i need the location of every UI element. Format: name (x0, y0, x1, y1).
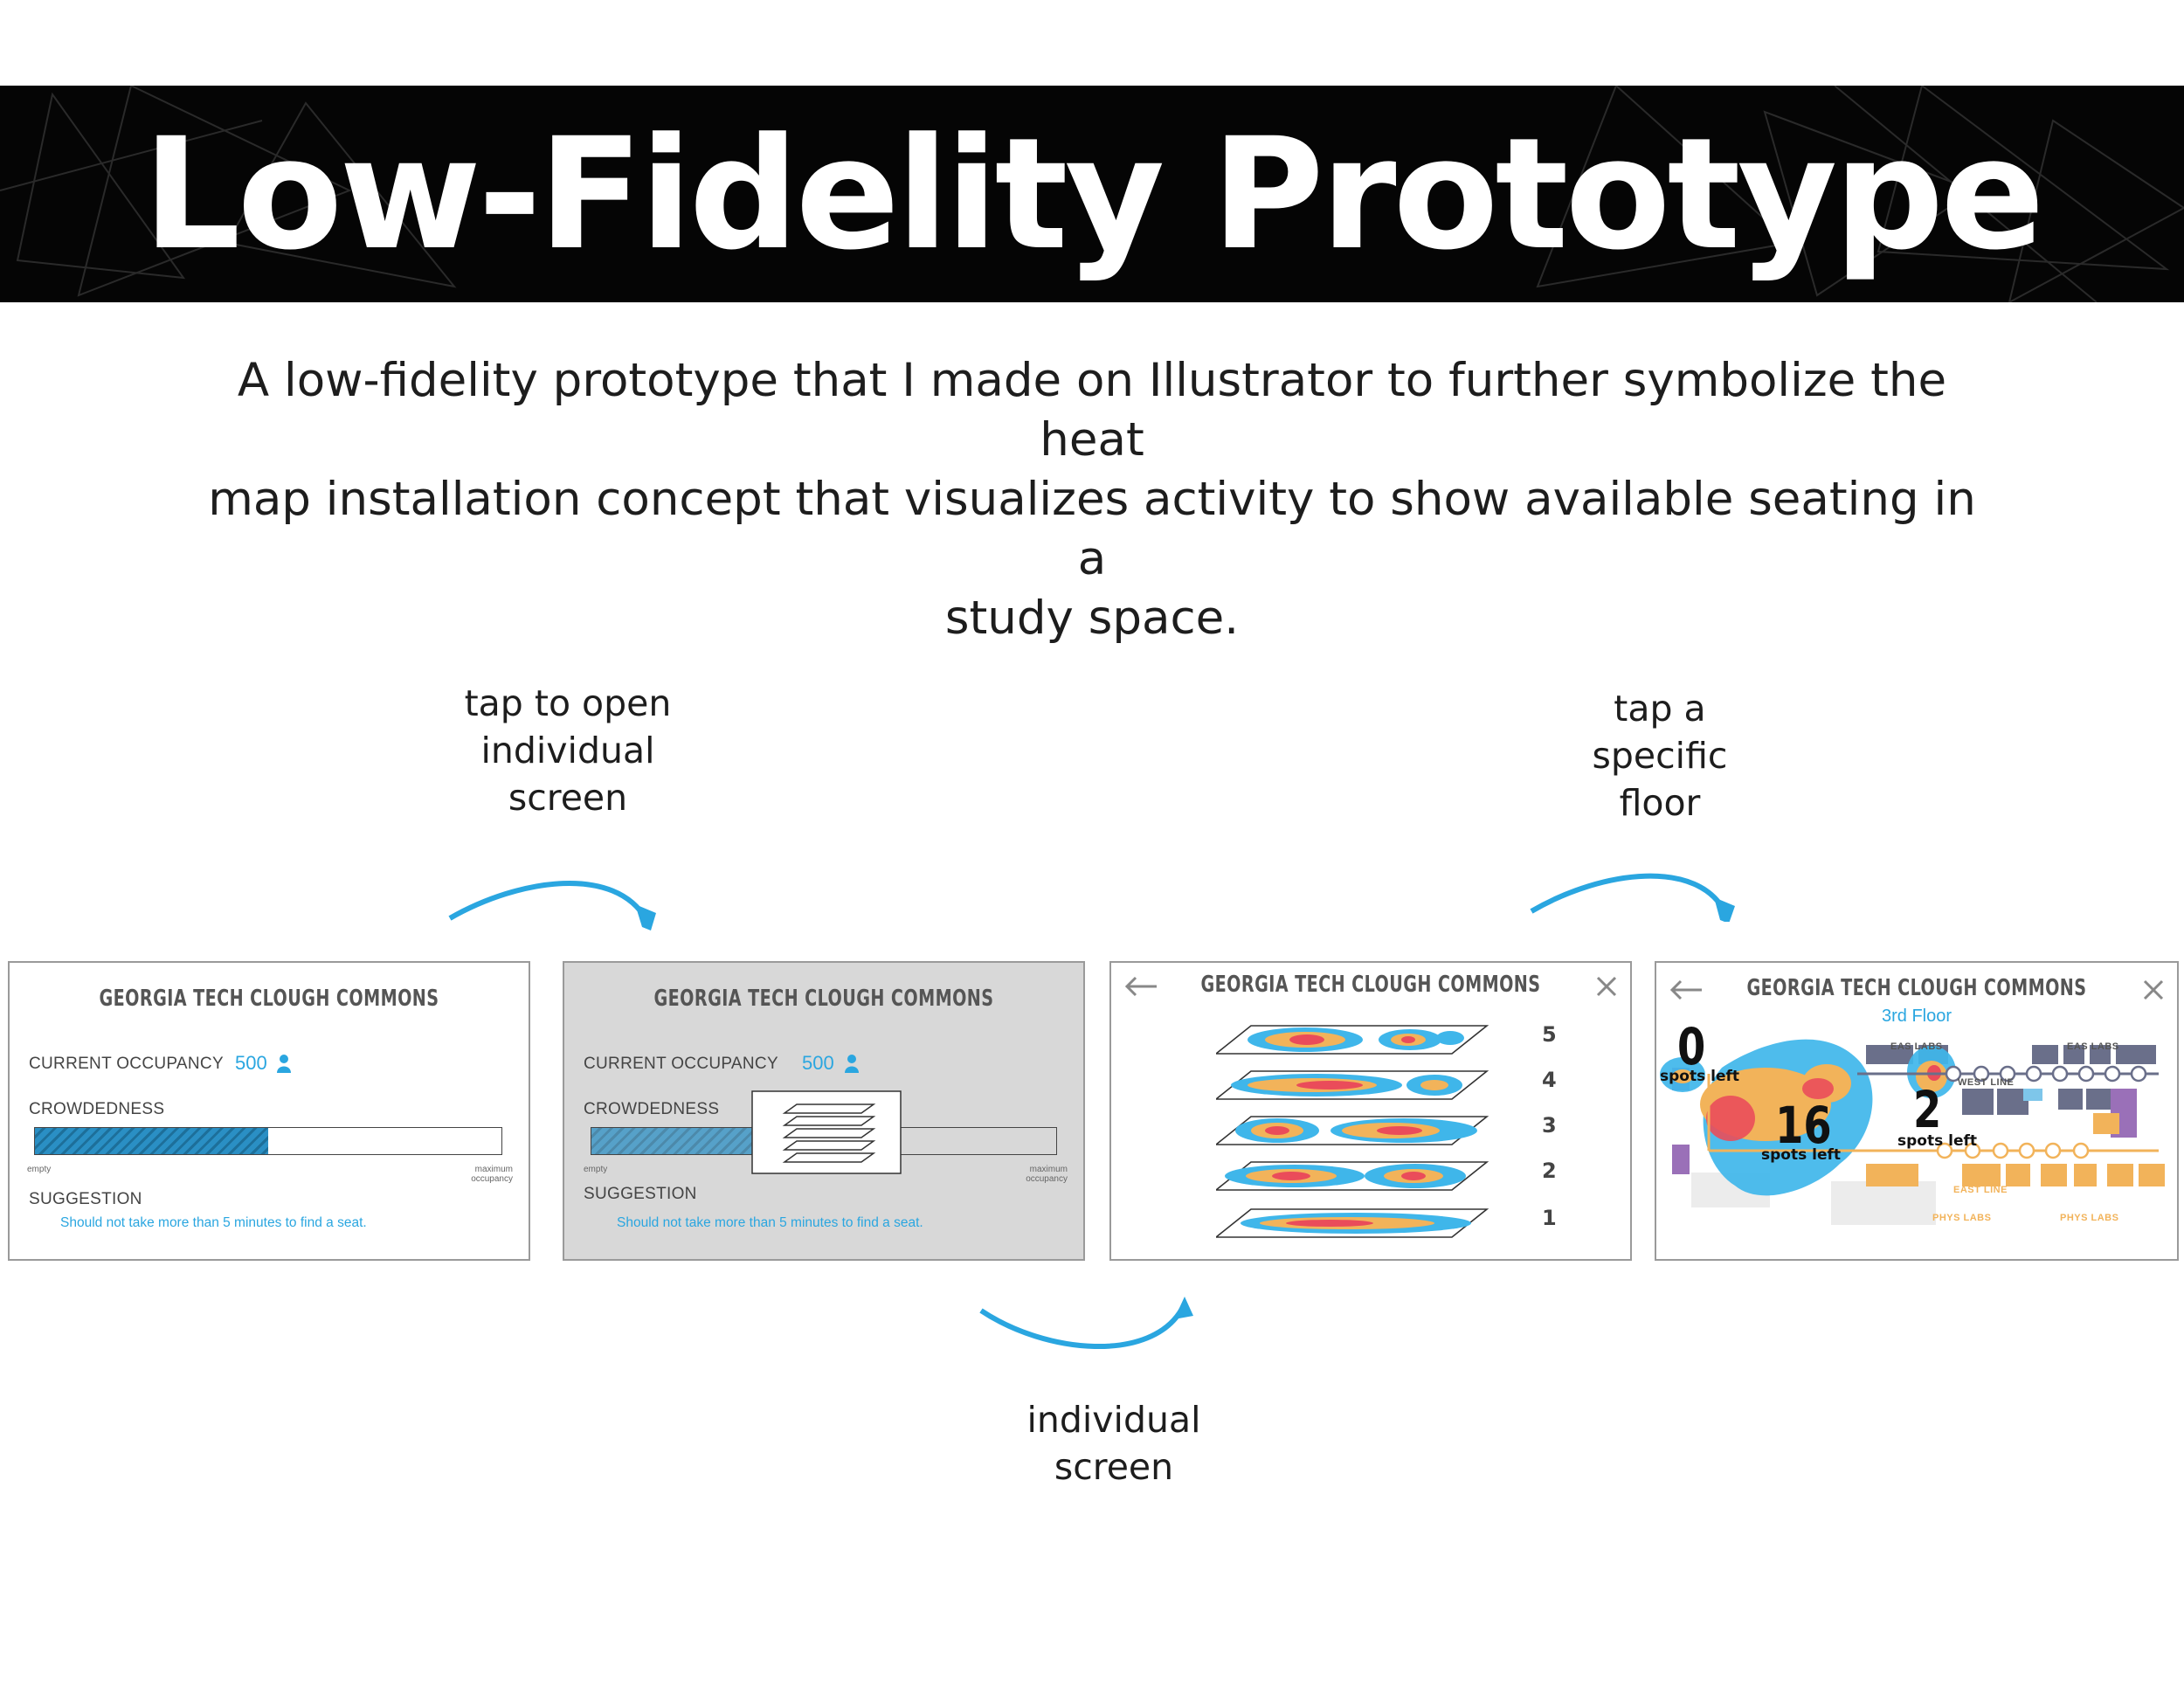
map-label: PHYS LABS (2060, 1213, 2119, 1223)
annotation-line: individual (480, 730, 655, 771)
spots-count: 16 (1775, 1096, 1832, 1155)
annotation-line: tap a (1614, 688, 1706, 730)
title-banner: Low-Fidelity Prototype (0, 86, 2184, 302)
annotation-line: floor (1619, 782, 1701, 824)
screen-tapped[interactable]: GEORGIA TECH CLOUGH COMMONS CURRENT OCCU… (563, 961, 1085, 1261)
spots-label: spots left (1660, 1068, 1740, 1085)
floor-heatmap-stack[interactable] (1216, 1020, 1496, 1248)
suggestion-label: SUGGESTION (584, 1185, 697, 1203)
screen-title: GEORGIA TECH CLOUGH COMMONS (99, 986, 439, 1012)
screen-title: GEORGIA TECH CLOUGH COMMONS (1746, 975, 2087, 1001)
screen-floor-detail[interactable]: GEORGIA TECH CLOUGH COMMONS 3rd Floor (1655, 961, 2179, 1261)
map-label: EAS LABS (1890, 1041, 1943, 1052)
map-label: EAS LABS (2067, 1041, 2119, 1052)
annotation-tap-open: tap to open individual screen (419, 680, 716, 821)
spots-count: 2 (1913, 1080, 1942, 1139)
spots-label: spots left (1761, 1146, 1842, 1164)
floor-label[interactable]: 5 (1542, 1022, 1557, 1047)
description-line: study space. (944, 591, 1240, 645)
arrow-icon (979, 1297, 1193, 1350)
spots-count: 0 (1677, 1017, 1706, 1076)
crowdedness-bar (34, 1127, 502, 1155)
bar-min-label: empty (584, 1165, 608, 1174)
annotation-line: tap to open (464, 682, 672, 724)
annotation-line: screen (508, 777, 628, 819)
floor-stack-icon[interactable] (751, 1090, 902, 1174)
arrow-icon (448, 880, 656, 930)
page-title: Low-Fidelity Prototype (142, 104, 2044, 284)
description-line: A low-fidelity prototype that I made on … (237, 354, 1947, 467)
map-label: PHYS LABS (1932, 1213, 1992, 1223)
annotation-line: screen (1054, 1446, 1174, 1488)
occupancy-label: CURRENT OCCUPANCY (584, 1055, 778, 1073)
spots-label: spots left (1897, 1132, 1978, 1150)
screen-title: GEORGIA TECH CLOUGH COMMONS (653, 986, 994, 1012)
person-icon (277, 1055, 291, 1073)
screen-home[interactable]: GEORGIA TECH CLOUGH COMMONS CURRENT OCCU… (8, 961, 530, 1261)
annotation-line: individual (1026, 1399, 1201, 1441)
floor-label[interactable]: 2 (1542, 1159, 1557, 1183)
close-icon[interactable] (1595, 975, 1618, 998)
crowdedness-label: CROWDEDNESS (29, 1100, 165, 1118)
bar-max-label: maximum occupancy (1026, 1165, 1068, 1184)
back-arrow-icon[interactable] (1669, 979, 1704, 1001)
crowdedness-label: CROWDEDNESS (584, 1100, 720, 1118)
occupancy-label: CURRENT OCCUPANCY (29, 1055, 224, 1073)
arrow-icon (1530, 873, 1735, 922)
description: A low-fidelity prototype that I made on … (201, 351, 1983, 648)
occupancy-value: 500 (802, 1052, 834, 1074)
annotation-individual: individual screen (987, 1396, 1241, 1491)
bar-max-label: maximum occupancy (471, 1165, 513, 1184)
map-label: WEST LINE (1958, 1077, 2015, 1088)
banner-decoration (0, 86, 2184, 302)
screen-title: GEORGIA TECH CLOUGH COMMONS (1200, 972, 1541, 998)
back-arrow-icon[interactable] (1123, 975, 1158, 998)
floor-map (1660, 1039, 2165, 1225)
screen-floors[interactable]: GEORGIA TECH CLOUGH COMMONS (1109, 961, 1632, 1261)
floor-label[interactable]: 1 (1542, 1206, 1557, 1230)
suggestion-label: SUGGESTION (29, 1190, 142, 1208)
floor-label[interactable]: 4 (1542, 1068, 1557, 1092)
map-label: EAST LINE (1953, 1185, 2008, 1195)
suggestion-text: Should not take more than 5 minutes to f… (60, 1215, 367, 1230)
bar-min-label: empty (27, 1165, 52, 1174)
crowdedness-fill (35, 1128, 268, 1154)
close-icon[interactable] (2142, 979, 2165, 1001)
floor-subtitle: 3rd Floor (1881, 1007, 1952, 1026)
annotation-line: specific (1592, 735, 1728, 777)
floor-label[interactable]: 3 (1542, 1113, 1557, 1138)
description-line: map installation concept that visualizes… (208, 473, 1976, 585)
person-icon (845, 1055, 859, 1073)
suggestion-text: Should not take more than 5 minutes to f… (617, 1215, 923, 1230)
occupancy-value: 500 (235, 1052, 267, 1074)
annotation-tap-floor: tap a specific floor (1538, 685, 1782, 827)
